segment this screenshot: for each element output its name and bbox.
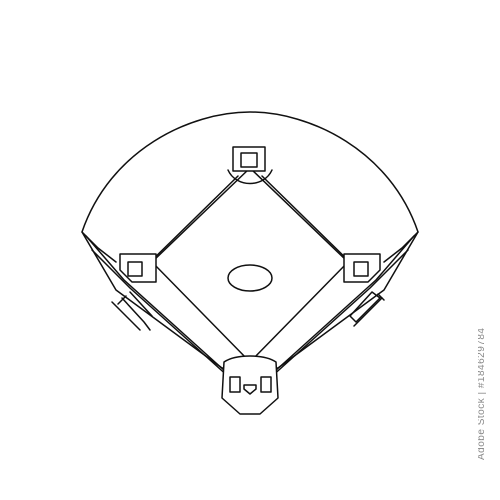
second-base-arc: [227, 169, 273, 185]
right-foul-line-outer: [273, 235, 415, 373]
left-dugout-marker: [117, 291, 153, 331]
first-base: [353, 261, 369, 277]
third-base: [127, 261, 143, 277]
stock-id-wrap: Adobe Stock | #184629784: [478, 250, 498, 470]
right-batters-box: [260, 376, 272, 393]
second-base: [240, 152, 258, 168]
right-coach-line: [353, 297, 383, 327]
left-foul-line-outer: [85, 235, 227, 373]
left-foul-line-inner: [91, 249, 231, 379]
first-base-path: [261, 175, 359, 271]
outfield-boundary: [81, 111, 419, 369]
left-coach-line: [111, 301, 141, 331]
stock-id-label: Adobe Stock | #184629784: [478, 327, 487, 460]
home-plate: [243, 384, 257, 395]
third-base-path: [141, 175, 239, 271]
left-batters-box: [229, 376, 241, 393]
pitchers-mound: [227, 264, 273, 292]
right-dugout-marker: [349, 291, 385, 323]
right-foul-line-inner: [269, 249, 409, 379]
